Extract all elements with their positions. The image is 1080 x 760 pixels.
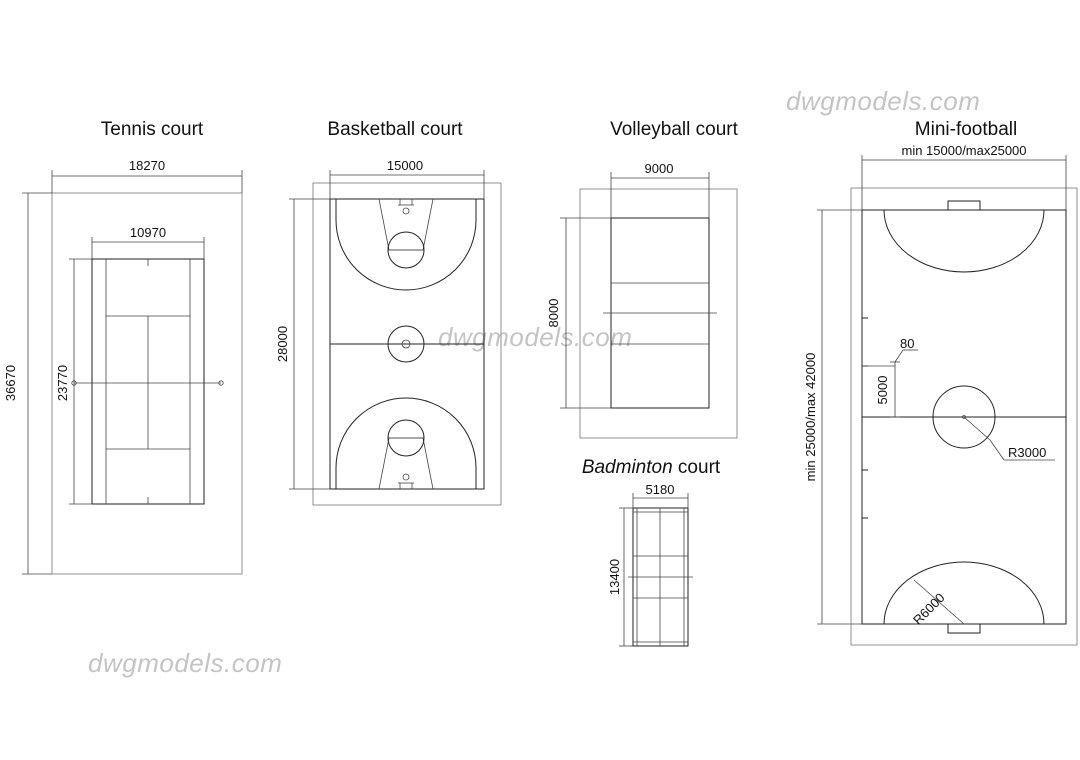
volleyball-title: Volleyball court — [610, 119, 739, 140]
tennis-width-doubles: 10970 — [130, 225, 166, 240]
tennis-width-total: 18270 — [129, 158, 165, 173]
minifootball-court-drawing: Mini-football min 15000/max25000 min 250… — [803, 119, 1078, 646]
watermark-bottom: dwgmodels.com — [88, 648, 282, 678]
badminton-title-italic: Badminton — [582, 457, 673, 478]
watermark-top: dwgmodels.com — [786, 86, 980, 116]
badminton-title-rest: court — [673, 457, 721, 478]
badminton-width: 5180 — [646, 482, 675, 497]
basketball-width: 15000 — [387, 158, 423, 173]
watermark-center: dwgmodels.com — [438, 322, 632, 352]
tennis-title: Tennis court — [101, 119, 204, 140]
volleyball-width: 9000 — [645, 161, 674, 176]
minifootball-area-radius: R6000 — [910, 590, 948, 628]
minifootball-spot: 5000 — [875, 376, 890, 405]
badminton-court-drawing: Badminton court 5180 13400 — [582, 457, 721, 647]
basketball-length: 28000 — [275, 326, 290, 362]
badminton-length: 13400 — [607, 559, 622, 595]
badminton-title: Badminton court — [582, 457, 721, 478]
volleyball-court-drawing: Volleyball court 9000 8000 — [546, 119, 739, 439]
basketball-court-drawing: Basketball court 15000 28000 — [275, 119, 502, 506]
minifootball-offset: 80 — [900, 336, 914, 351]
minifootball-center-radius: R3000 — [1008, 445, 1046, 460]
tennis-court-drawing: Tennis court 18270 36670 10970 — [3, 119, 243, 575]
volleyball-length: 8000 — [546, 299, 561, 328]
minifootball-title: Mini-football — [915, 119, 1017, 140]
minifootball-length: min 25000/max 42000 — [803, 353, 818, 482]
minifootball-width: min 15000/max25000 — [901, 143, 1026, 158]
tennis-length-total: 36670 — [3, 365, 18, 401]
basketball-title: Basketball court — [327, 119, 463, 140]
tennis-length-court: 23770 — [55, 365, 70, 401]
